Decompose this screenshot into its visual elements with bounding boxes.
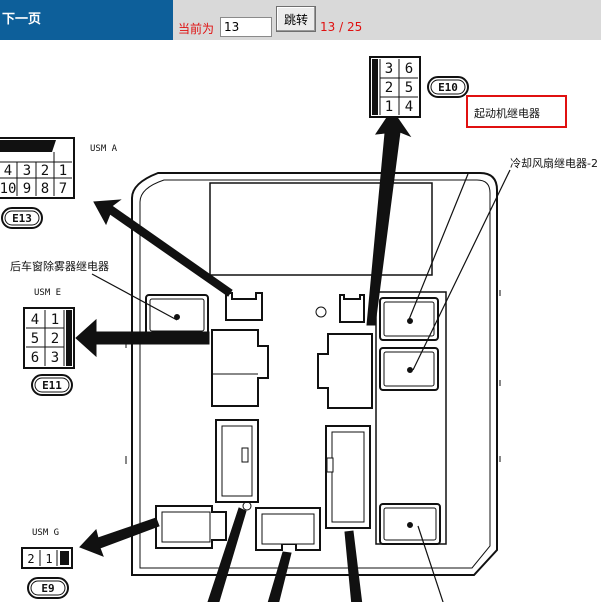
leader-lines xyxy=(91,169,511,606)
current-page-label: 当前为 xyxy=(178,22,215,36)
e9-title: USM G xyxy=(32,528,59,538)
e10-badge: E10 xyxy=(438,81,458,94)
e13-pin: 4 xyxy=(4,163,12,179)
connector-e9: USM G 2 1 E9 xyxy=(21,528,73,599)
toolbar: 下一页 当前为 跳转 13 / 25 xyxy=(0,0,601,40)
fuse-box-diagram: 3 6 2 5 1 4 E10 起动机继电器 冷却风扇继电器-2 USM A 4… xyxy=(0,40,601,606)
next-page-link[interactable]: 下一页 xyxy=(0,0,173,40)
e9-pin: 2 xyxy=(27,552,34,566)
e11-badge: E11 xyxy=(42,379,62,392)
connector-e10: 3 6 2 5 1 4 E10 xyxy=(369,56,469,118)
e10-pin: 1 xyxy=(385,99,393,115)
page-number-input[interactable] xyxy=(220,17,272,37)
e11-pin: 1 xyxy=(51,312,59,328)
e13-pin: 8 xyxy=(41,181,49,197)
e10-pin: 2 xyxy=(385,80,393,96)
e10-pin: 5 xyxy=(405,80,413,96)
e9-pin: 1 xyxy=(45,552,52,566)
starter-relay-callout: 起动机继电器 xyxy=(466,95,567,128)
connector-e11: USM E 4 1 5 2 6 3 E11 xyxy=(23,288,75,396)
e11-pin: 4 xyxy=(31,312,39,328)
e10-pin: 3 xyxy=(385,61,393,77)
e13-pin: 3 xyxy=(23,163,31,179)
starter-relay-label: 起动机继电器 xyxy=(474,106,540,120)
page-counter: 13 / 25 xyxy=(320,20,363,34)
e10-pin: 4 xyxy=(405,99,413,115)
e9-badge: E9 xyxy=(41,582,54,595)
e13-pin: 9 xyxy=(23,181,31,197)
e13-pin: 2 xyxy=(41,163,49,179)
connector-e13: USM A 4 3 2 1 10 9 8 7 E13 xyxy=(0,137,118,229)
callout-arrows xyxy=(75,109,412,606)
e11-pin: 3 xyxy=(51,350,59,366)
e11-pin: 6 xyxy=(31,350,39,366)
e13-title: USM A xyxy=(90,144,118,154)
e11-pin: 2 xyxy=(51,331,59,347)
e13-pin: 7 xyxy=(59,181,67,197)
rear-defogger-relay-label: 后车窗除雾器继电器 xyxy=(10,259,109,273)
e11-pin: 5 xyxy=(31,331,39,347)
e13-badge: E13 xyxy=(12,212,32,225)
e11-title: USM E xyxy=(34,288,61,298)
e13-pin: 10 xyxy=(0,181,16,197)
cooling-fan-relay-label: 冷却风扇继电器-2 xyxy=(510,156,598,170)
e13-pin: 1 xyxy=(59,163,67,179)
relay-blocks xyxy=(145,292,441,551)
e10-pin: 6 xyxy=(405,61,413,77)
jump-button[interactable]: 跳转 xyxy=(276,6,316,32)
